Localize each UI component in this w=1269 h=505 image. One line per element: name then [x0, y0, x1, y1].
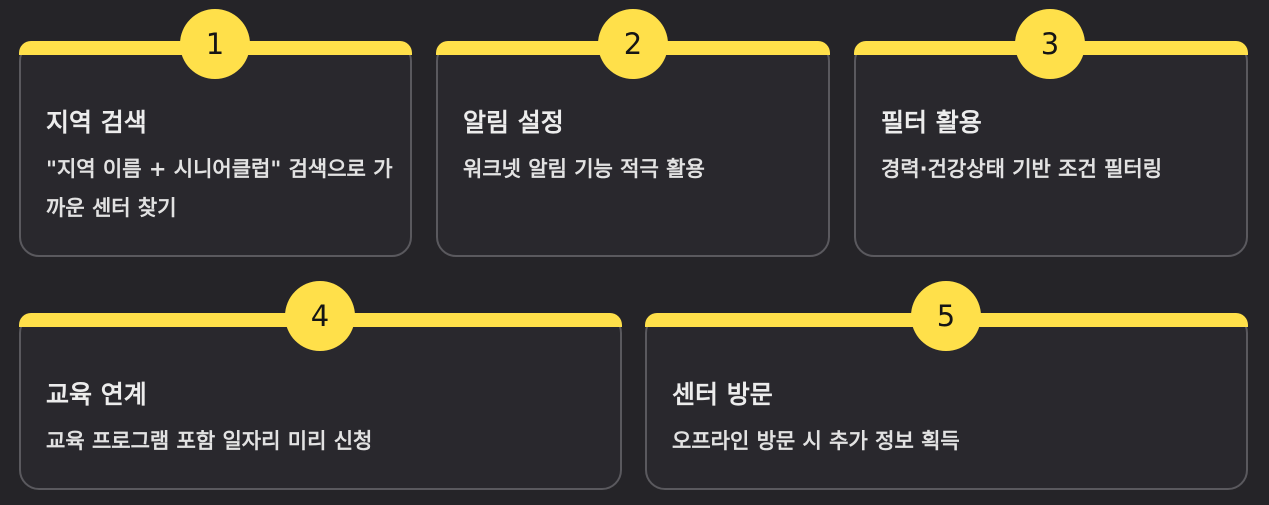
step-description: 교육 프로그램 포함 일자리 미리 신청 [46, 429, 373, 453]
step-title: 센터 방문 [672, 380, 773, 409]
step-number-badge: 3 [1015, 9, 1085, 79]
step-number-badge: 1 [180, 9, 250, 79]
step-title: 필터 활용 [881, 108, 982, 137]
step-title: 교육 연계 [46, 380, 147, 409]
step-title: 알림 설정 [463, 108, 564, 137]
step-description: 워크넷 알림 기능 적극 활용 [463, 157, 705, 181]
step-description: 오프라인 방문 시 추가 정보 획득 [672, 429, 960, 453]
step-number-badge: 5 [911, 281, 981, 351]
step-number-badge: 2 [598, 9, 668, 79]
step-description: 경력·건강상태 기반 조건 필터링 [881, 157, 1163, 181]
step-title: 지역 검색 [46, 108, 147, 137]
step-number-badge: 4 [285, 281, 355, 351]
step-description: "지역 이름 + 시니어클럽" 검색으로 가까운 센터 찾기 [46, 157, 393, 220]
